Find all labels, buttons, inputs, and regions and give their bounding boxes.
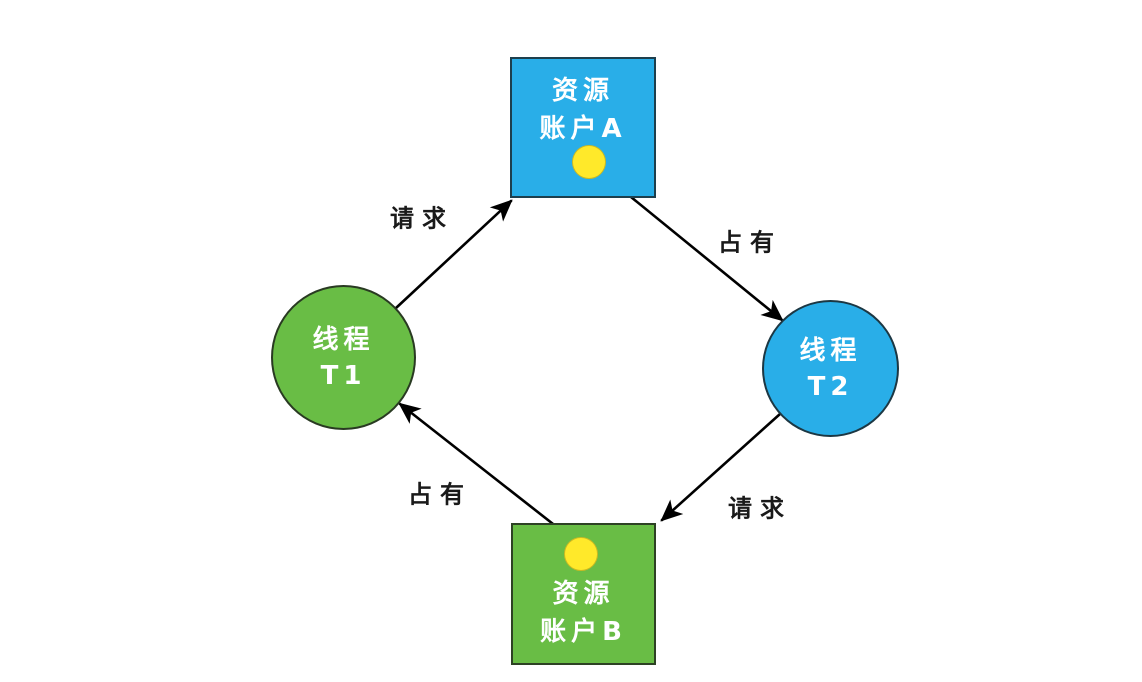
lock-dot-resource-b: [564, 537, 598, 571]
edge-label-hold-a-t2: 占有: [718, 228, 782, 257]
thread-t2-label-line2: T2: [807, 371, 854, 402]
node-thread-t1: 线程 T1: [271, 285, 416, 430]
arrow-hold-resource-b-to-t1: [398, 402, 578, 544]
edge-label-request-t2-b: 请求: [728, 494, 792, 523]
resource-a-label-line2: 账户A: [539, 114, 627, 144]
node-thread-t2: 线程 T2: [762, 300, 899, 437]
thread-t1-label-line1: 线程: [312, 324, 375, 355]
thread-t1-label-line2: T1: [320, 360, 367, 391]
edge-label-request-t1-a: 请求: [390, 204, 454, 233]
thread-t2-label-line1: 线程: [799, 335, 862, 366]
resource-a-label-line1: 资源: [551, 76, 614, 106]
resource-b-label-line2: 账户B: [540, 617, 627, 647]
node-resource-account-a: 资源 账户A: [510, 57, 656, 198]
resource-b-label-line1: 资源: [552, 579, 615, 609]
lock-dot-resource-a: [572, 145, 606, 179]
edge-label-hold-b-t1: 占有: [408, 480, 472, 509]
